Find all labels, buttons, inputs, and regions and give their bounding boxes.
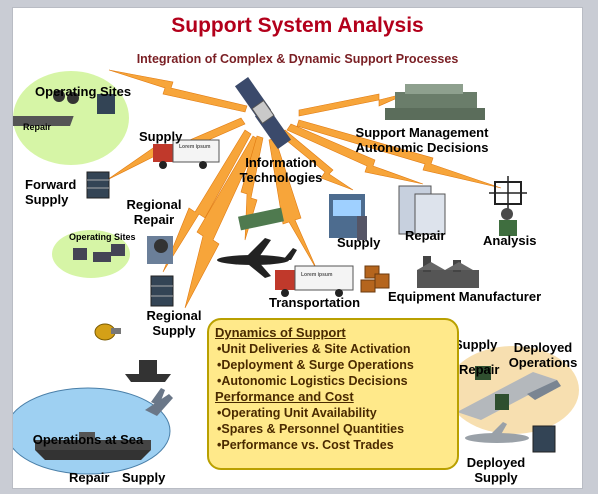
label-operating-sites: Operating Sites	[35, 84, 132, 99]
dynamics-heading: Dynamics of Support	[215, 325, 346, 340]
regional-supply-graphic	[150, 275, 174, 307]
forward-supply-graphic	[86, 171, 110, 199]
label-forward-supply-1: Forward	[25, 177, 77, 192]
bolt-truck	[268, 137, 318, 271]
deployed-ops-graphic	[457, 366, 561, 420]
label-repair-small: Repair	[23, 122, 52, 132]
plug-graphic	[94, 323, 121, 341]
truck-top-text: Lorem ipsum	[179, 144, 211, 150]
label-forward-supply-2: Supply	[25, 192, 69, 207]
bolt-regional-repair	[162, 129, 252, 273]
shipping-boxes-graphic	[360, 265, 390, 293]
label-sea-repair: Repair	[69, 470, 110, 485]
transport-truck-graphic	[275, 265, 354, 297]
label-supply-mid: Supply	[337, 235, 381, 250]
label-info-tech-2: Technologies	[239, 170, 323, 185]
label-analysis: Analysis	[483, 233, 537, 248]
operations-at-sea-ellipse	[13, 387, 171, 475]
dynamics-box: Dynamics of Support Unit Deliveries & Si…	[207, 318, 459, 470]
slide: Support System Analysis Integration of C…	[13, 8, 582, 488]
bolt-operating-sites	[108, 69, 248, 113]
supply-desk-graphic	[329, 194, 367, 240]
analysis-graphic	[489, 176, 527, 236]
dynamics-item-3: Autonomic Logistics Decisions	[217, 373, 457, 389]
bolt-supply-mid	[280, 129, 354, 191]
dynamics-item-2: Deployment & Surge Operations	[217, 357, 457, 373]
bolt-analysis	[296, 119, 502, 189]
label-support-mgmt-1: Support Management	[355, 125, 489, 140]
label-operating-sites-small: Operating Sites	[69, 232, 136, 242]
label-regional-repair-1: Regional	[126, 197, 182, 212]
page-subtitle: Integration of Complex & Dynamic Support…	[136, 52, 459, 66]
performance-item-3: Performance vs. Cost Trades	[217, 437, 457, 453]
circuit-board-graphic	[238, 207, 284, 231]
factory-graphic	[417, 256, 479, 288]
label-deployed-supply-2: Supply	[474, 470, 518, 485]
bolt-repair-mid	[286, 123, 424, 185]
label-info-tech-1: Information	[245, 155, 317, 170]
label-deployed-supply-1: Deployed	[466, 455, 526, 470]
label-deployed-ops-2: Operations	[508, 355, 578, 370]
label-sea-supply: Supply	[122, 470, 166, 485]
page-title: Support System Analysis	[171, 14, 424, 37]
label-support-mgmt-2: Autonomic Decisions	[355, 140, 489, 155]
carrier-graphic	[35, 432, 151, 460]
label-deployed-ops-1: Deployed	[513, 340, 573, 355]
supply-truck-top-graphic	[153, 139, 220, 169]
label-regional-supply-1: Regional	[146, 308, 202, 323]
support-mgmt-building	[385, 84, 485, 120]
sea-jet-graphic	[145, 388, 173, 416]
diagram-graphics	[13, 69, 579, 475]
transport-plane-graphic	[217, 238, 297, 278]
performance-item-2: Spares & Personnel Quantities	[217, 421, 457, 437]
small-operating-sites-ellipse	[52, 230, 130, 278]
dynamics-item-1: Unit Deliveries & Site Activation	[217, 341, 457, 357]
truck-mid-text: Lorem ipsum	[301, 272, 333, 278]
small-sites-graphic	[73, 244, 125, 262]
label-deployed-repair-small: Repair	[459, 362, 500, 377]
label-repair-mid: Repair	[405, 228, 446, 243]
bolt-regional-supply	[184, 135, 260, 309]
label-transportation: Transportation	[269, 295, 361, 310]
small-ship-graphic	[125, 360, 171, 382]
operating-sites-graphic	[13, 90, 115, 126]
label-regional-supply-2: Supply	[152, 323, 196, 338]
performance-heading: Performance and Cost	[215, 389, 354, 404]
repair-equipment-graphic	[398, 185, 446, 235]
label-operations-at-sea: Operations at Sea	[32, 432, 144, 447]
label-regional-repair-2: Repair	[133, 212, 175, 227]
satellite-graphic	[234, 77, 292, 149]
label-supply-top: Supply	[139, 129, 183, 144]
label-deployed-supply-small: Supply	[454, 337, 498, 352]
performance-item-1: Operating Unit Availability	[217, 405, 457, 421]
label-equipment-manufacturer: Equipment Manufacturer	[388, 289, 542, 304]
deployed-supply-graphic	[465, 422, 556, 453]
regional-repair-graphic	[147, 236, 173, 264]
